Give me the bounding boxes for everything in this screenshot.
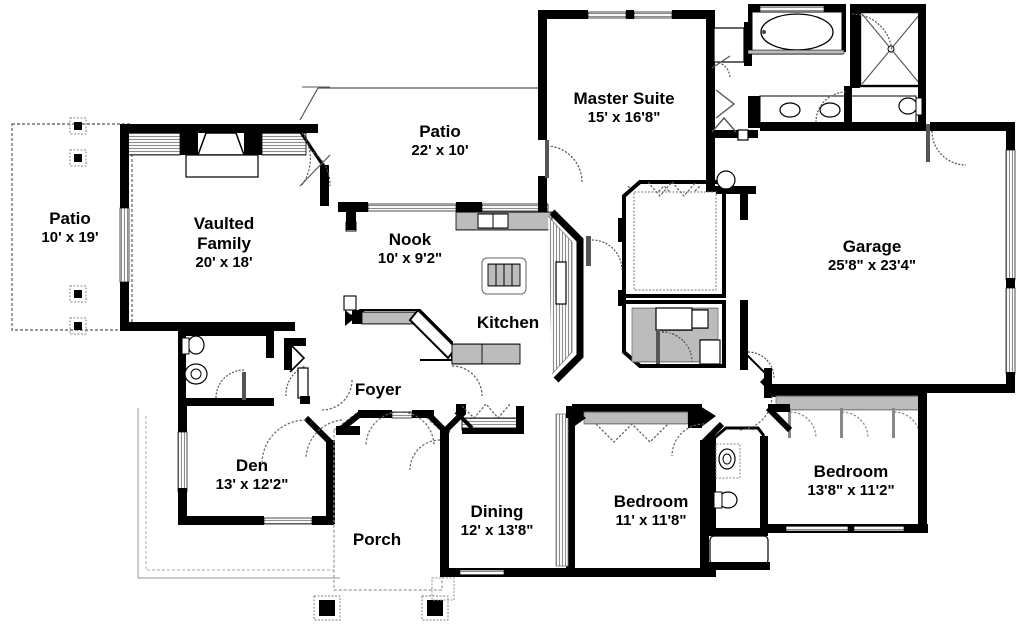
den-walls (137, 406, 340, 579)
rear-patio-outline (299, 86, 549, 232)
garage-walls (740, 122, 1016, 393)
hall-bath (708, 426, 770, 570)
patio-master-wall (538, 10, 583, 212)
master-suite-walls (538, 10, 758, 194)
foyer-hall-walls (321, 365, 483, 411)
patio-left-outline (11, 123, 133, 331)
bedroom-mid-walls (570, 404, 725, 577)
powder-bath (178, 328, 310, 406)
patio-columns (69, 117, 87, 335)
family-patio-doors (299, 132, 331, 187)
kitchen-walls (343, 208, 584, 383)
family-room-walls (119, 124, 329, 331)
bedroom-right-walls (737, 370, 928, 533)
master-doors (711, 55, 749, 141)
master-bath-walls (747, 4, 926, 131)
utility-closets (586, 170, 736, 368)
